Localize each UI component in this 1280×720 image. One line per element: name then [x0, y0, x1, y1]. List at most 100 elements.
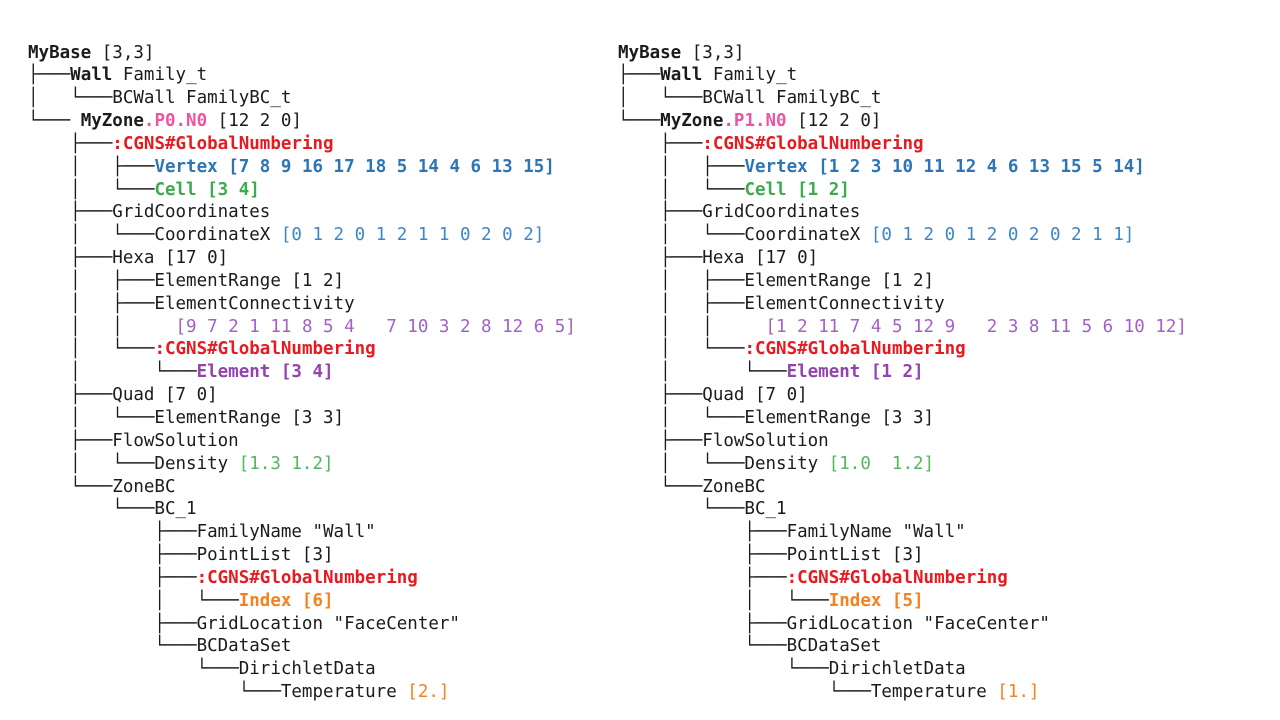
node-cell: Cell [1 2]: [744, 179, 850, 200]
tree-text: └───: [618, 111, 661, 132]
tree-line: └───MyZone.P1.N0 [12 2 0]: [618, 110, 1187, 133]
tree-line: └───DirichletData: [618, 658, 1187, 681]
tree-line: ├───PointList [3]: [28, 544, 576, 567]
tree-line: │ └───BCWall FamilyBC_t: [28, 87, 576, 110]
node-element: Element [3 4]: [196, 362, 334, 383]
node-myzone: MyZone: [80, 111, 144, 132]
tree-line: ├───GridCoordinates: [28, 201, 576, 224]
temperature-value: [1.]: [997, 682, 1040, 703]
node-cell: Cell [3 4]: [154, 179, 260, 200]
tree-text: │ └───: [28, 362, 197, 383]
node-global-numbering: :CGNS#GlobalNumbering: [154, 339, 376, 360]
node-quad: ├───Quad [7 0]: [28, 385, 218, 406]
temperature-value: [2.]: [407, 682, 450, 703]
node-gridcoordinates: ├───GridCoordinates: [28, 202, 271, 223]
node-hexa: ├───Hexa [17 0]: [618, 248, 819, 269]
tree-line: ├───PointList [3]: [618, 544, 1187, 567]
elementconnectivity-values: [1 2 11 7 4 5 12 9 2 3 8 11 5 6 10 12]: [765, 316, 1187, 337]
tree-line: │ └───Element [1 2]: [618, 361, 1187, 384]
tree-line: ├───:CGNS#GlobalNumbering: [28, 567, 576, 590]
tree-text: │ │: [618, 316, 766, 337]
tree-line: │ ├───Vertex [1 2 3 10 11 12 4 6 13 15 5…: [618, 156, 1187, 179]
tree-line: ├───FamilyName "Wall": [28, 521, 576, 544]
node-flowsolution: ├───FlowSolution: [618, 430, 829, 451]
node-global-numbering: :CGNS#GlobalNumbering: [786, 567, 1008, 588]
tree-line: │ └───Density [1.0 1.2]: [618, 453, 1187, 476]
tree-line: │ └───CoordinateX [0 1 2 0 1 2 1 1 0 2 0…: [28, 224, 576, 247]
tree-line: │ └───Density [1.3 1.2]: [28, 453, 576, 476]
tree-text: [3,3]: [91, 42, 155, 63]
tree-text: [12 2 0]: [786, 111, 882, 132]
tree-text: │ └───: [618, 179, 745, 200]
tree-text: ├───: [28, 567, 197, 588]
cgns-tree-partition-0: MyBase [3,3]├───Wall Family_t│ └───BCWal…: [28, 42, 576, 704]
tree-text: │ └───Density: [618, 453, 829, 474]
node-pointlist: ├───PointList [3]: [28, 545, 334, 566]
node-bc1: └───BC_1: [28, 499, 197, 520]
node-temperature: └───Temperature: [28, 682, 408, 703]
node-index: Index [5]: [828, 590, 924, 611]
tree-text: ├───: [618, 65, 661, 86]
node-bcwall: │ └───BCWall FamilyBC_t: [28, 88, 292, 109]
tree-line: ├───FamilyName "Wall": [618, 521, 1187, 544]
node-global-numbering: :CGNS#GlobalNumbering: [702, 133, 924, 154]
tree-line: ├───FlowSolution: [618, 430, 1187, 453]
tree-line: ├───Wall Family_t: [618, 64, 1187, 87]
tree-line: └─── MyZone.P0.N0 [12 2 0]: [28, 110, 576, 133]
elementconnectivity-values: [9 7 2 1 11 8 5 4 7 10 3 2 8 12 6 5]: [175, 316, 576, 337]
tree-text: │ └───: [28, 179, 155, 200]
zone-partition-suffix: .P0.N0: [143, 111, 208, 132]
tree-text: [12 2 0]: [207, 111, 302, 132]
node-elementrange: │ ├───ElementRange [1 2]: [618, 270, 935, 291]
tree-line: │ └───ElementRange [3 3]: [28, 407, 576, 430]
coordinatex-values: [0 1 2 0 1 2 0 2 0 2 1 1]: [870, 225, 1135, 246]
tree-line: ├───FlowSolution: [28, 430, 576, 453]
tree-line: ├───Quad [7 0]: [618, 384, 1187, 407]
node-elementconnectivity: │ ├───ElementConnectivity: [618, 293, 945, 314]
tree-line: └───DirichletData: [28, 658, 576, 681]
tree-line: │ ├───ElementRange [1 2]: [28, 270, 576, 293]
density-values: [1.0 1.2]: [828, 453, 935, 474]
tree-line: ├───GridCoordinates: [618, 201, 1187, 224]
node-pointlist: ├───PointList [3]: [618, 545, 924, 566]
tree-text: │ └───: [618, 339, 745, 360]
node-index: Index [6]: [238, 590, 334, 611]
tree-text: └───: [28, 111, 81, 132]
tree-text: │ └───: [618, 590, 829, 611]
tree-line: ├───Hexa [17 0]: [618, 247, 1187, 270]
tree-line: │ └───ElementRange [3 3]: [618, 407, 1187, 430]
node-element: Element [1 2]: [786, 362, 924, 383]
node-bcdataset: └───BCDataSet: [618, 636, 882, 657]
tree-text: ├───: [28, 65, 71, 86]
tree-text: │ └───: [28, 590, 239, 611]
tree-line: │ └───:CGNS#GlobalNumbering: [618, 338, 1187, 361]
zone-partition-suffix: .P1.N0: [723, 111, 787, 132]
tree-text: [3,3]: [681, 42, 745, 63]
tree-text: │ └───CoordinateX: [618, 225, 871, 246]
tree-text: │ │: [28, 316, 176, 337]
node-gridcoordinates: ├───GridCoordinates: [618, 202, 861, 223]
tree-line: ├───:CGNS#GlobalNumbering: [618, 133, 1187, 156]
tree-text: │ ├───: [618, 156, 745, 177]
tree-line: └───Temperature [1.]: [618, 681, 1187, 704]
tree-line: ├───Quad [7 0]: [28, 384, 576, 407]
tree-text: ├───: [28, 133, 113, 154]
node-familyname: ├───FamilyName "Wall": [28, 522, 376, 543]
node-temperature: └───Temperature: [618, 682, 998, 703]
node-mybase: MyBase: [618, 42, 682, 63]
node-elementconnectivity: │ ├───ElementConnectivity: [28, 293, 355, 314]
tree-line: └───ZoneBC: [618, 476, 1187, 499]
node-global-numbering: :CGNS#GlobalNumbering: [196, 567, 418, 588]
node-mybase: MyBase: [28, 42, 92, 63]
node-dirichletdata: └───DirichletData: [618, 659, 966, 680]
tree-line: │ └───Cell [1 2]: [618, 179, 1187, 202]
tree-text: │ └───CoordinateX: [28, 225, 281, 246]
tree-line: ├───Hexa [17 0]: [28, 247, 576, 270]
tree-line: │ │ [9 7 2 1 11 8 5 4 7 10 3 2 8 12 6 5]: [28, 316, 576, 339]
tree-line: ├───GridLocation "FaceCenter": [28, 613, 576, 636]
tree-line: ├───Wall Family_t: [28, 64, 576, 87]
tree-line: │ ├───ElementConnectivity: [618, 293, 1187, 316]
node-familyname: ├───FamilyName "Wall": [618, 522, 966, 543]
tree-line: ├───:CGNS#GlobalNumbering: [28, 133, 576, 156]
